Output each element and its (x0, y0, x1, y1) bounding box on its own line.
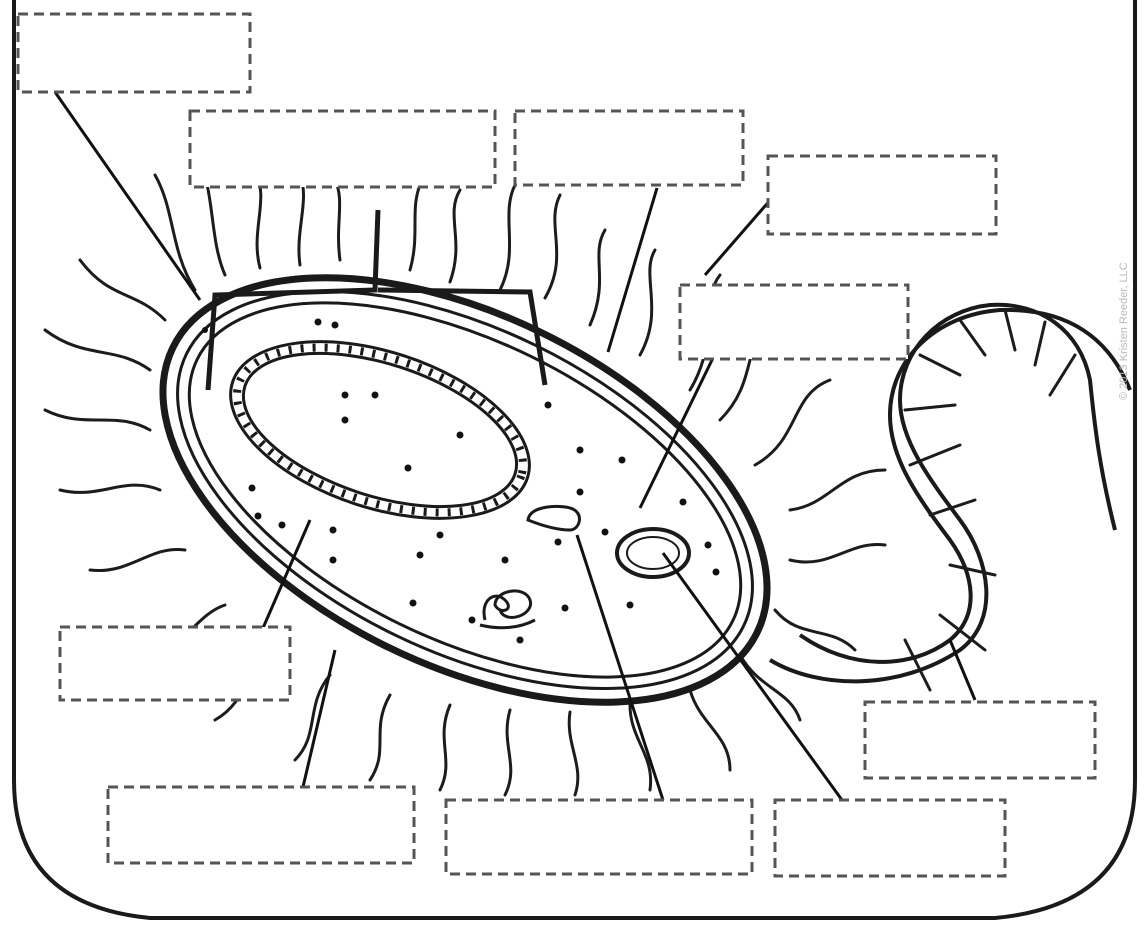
leader-line (303, 650, 335, 787)
copyright-text: © 2013 Kristen Reeder, LLC (1118, 180, 1130, 400)
label-box[interactable] (768, 156, 996, 234)
label-box[interactable] (18, 14, 250, 92)
leader-line (55, 92, 200, 300)
label-box[interactable] (515, 111, 743, 185)
label-box[interactable] (60, 627, 290, 700)
label-box[interactable] (680, 285, 908, 359)
label-box[interactable] (108, 787, 414, 863)
label-box[interactable] (865, 702, 1095, 778)
leader-line (705, 198, 772, 275)
label-box[interactable] (775, 800, 1005, 876)
label-box[interactable] (446, 800, 752, 874)
label-box[interactable] (190, 111, 495, 187)
